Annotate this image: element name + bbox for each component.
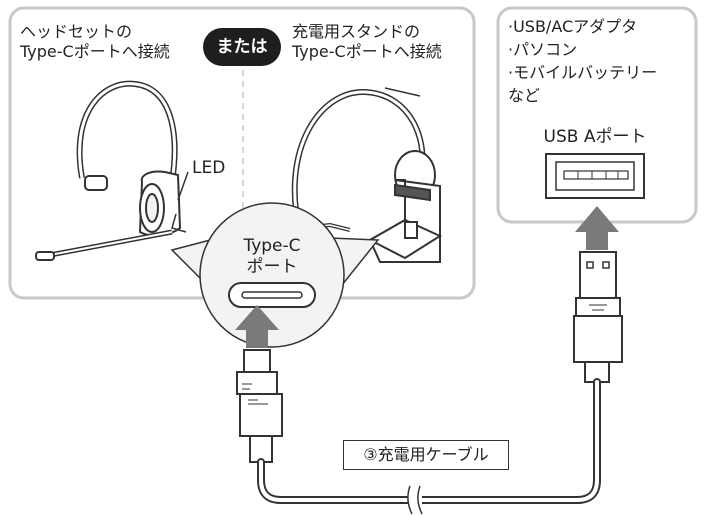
typec-plug-icon [236,349,283,463]
device-item: ·USB/ACアダプタ [508,17,638,36]
arrow-up-to-usb-icon [575,206,619,250]
charging-cable [257,378,601,515]
usb-a-port-icon [545,153,645,199]
charging-stand-illustration [291,87,443,263]
headset-illustration [35,80,189,261]
typec-port-label-line1: Type-C [243,236,301,256]
typec-port-label-line2: ポート [246,257,298,277]
stand-caption-line1: 充電用スタンドの [292,22,421,41]
device-item: ·モバイルバッテリー [508,63,658,82]
usb-a-plug-icon [573,251,623,383]
device-item: など [508,86,541,105]
arrow-up-to-typec-icon [235,305,279,348]
headset-caption-line1: ヘッドセットの [20,22,133,41]
led-label: LED [192,158,226,178]
typec-port-icon [228,282,316,308]
headset-caption-line2: Type-Cポートへ接続 [20,42,170,61]
stand-caption-line2: Type-Cポートへ接続 [292,42,442,61]
usb-a-port-label: USB Aポート [543,127,647,147]
cable-label: ③充電用ケーブル [343,440,509,470]
or-badge: または [203,28,281,66]
typec-callout [170,202,380,348]
device-item: ·パソコン [508,40,578,59]
